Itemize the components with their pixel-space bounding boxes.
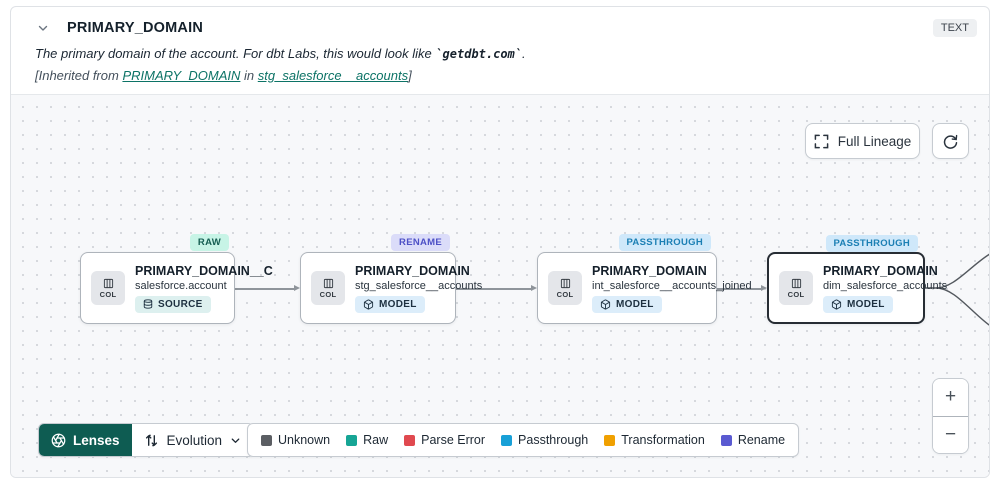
legend-item-unknown: Unknown [261,433,330,447]
model-cube-icon [363,298,374,310]
refresh-button[interactable] [932,123,969,159]
node-title: PRIMARY_DOMAIN [355,263,470,278]
lenses-button[interactable]: Lenses [39,424,132,456]
inline-code: `getdbt.com` [435,47,523,61]
resource-type-pill: SOURCE [135,295,211,313]
full-lineage-button[interactable]: Full Lineage [805,123,920,159]
data-type-badge: TEXT [932,19,977,37]
collapse-chevron-icon[interactable] [35,20,51,36]
column-icon: COL [779,271,813,305]
legend-swatch [261,434,272,446]
evolution-badge: RAW [189,234,229,251]
inherited-model-link[interactable]: stg_salesforce__accounts [257,68,409,83]
legend-item-rename: Rename [720,433,785,447]
legend-swatch [720,434,732,446]
full-lineage-label: Full Lineage [837,133,912,149]
lineage-canvas[interactable]: Full Lineage RAW COL PRIMARY_DOMAI [11,94,989,477]
column-icon: COL [311,271,345,305]
legend-swatch [604,434,616,446]
edge [456,285,537,291]
legend-swatch [501,434,513,446]
evolution-badge: PASSTHROUGH [825,235,918,252]
resource-type-pill: MODEL [592,295,662,313]
inherited-from-line: [Inherited from PRIMARY_DOMAIN in stg_sa… [35,68,412,83]
model-cube-icon [831,298,842,310]
lineage-panel: PRIMARY_DOMAIN TEXT The primary domain o… [10,6,990,478]
node-subtitle: int_salesforce__accounts_joined [592,279,752,292]
evolution-lens-dropdown[interactable]: Evolution [131,424,254,456]
model-cube-icon [600,298,611,310]
evolution-legend: Unknown Raw Parse Error Passthrough Tran… [247,423,800,457]
node-title: PRIMARY_DOMAIN [592,263,707,278]
database-icon [143,299,153,309]
chevron-down-icon [231,437,240,443]
lineage-node-intermediate[interactable]: PASSTHROUGH COL PRIMARY_DOMAIN int_sales… [537,234,752,324]
legend-swatch [404,434,416,446]
evolution-badge: RENAME [391,234,450,251]
column-name: PRIMARY_DOMAIN [67,20,203,36]
lenses-toolbar: Lenses Evolution [38,423,255,457]
column-header: PRIMARY_DOMAIN TEXT The primary domain o… [11,7,989,94]
zoom-in-button[interactable]: + [933,379,968,416]
column-icon: COL [548,271,582,305]
edge [717,285,767,291]
zoom-out-button[interactable]: − [933,415,968,453]
aperture-icon [51,433,66,447]
lineage-node-staging[interactable]: RENAME COL PRIMARY_DOMAIN stg_salesforce… [300,234,483,324]
resource-type-pill: MODEL [355,295,425,313]
node-title: PRIMARY_DOMAIN__C [135,263,273,278]
evolution-badge: PASSTHROUGH [618,234,711,251]
evolution-icon [145,434,157,446]
legend-item-raw: Raw [346,433,388,447]
edge [235,285,300,291]
resource-type-pill: MODEL [823,295,893,313]
node-subtitle: dim_salesforce_accounts [823,279,948,292]
legend-item-parse-error: Parse Error [404,433,485,447]
expand-icon [814,134,829,149]
edge-fork [922,253,989,326]
column-description: The primary domain of the account. For d… [35,46,526,61]
node-subtitle: salesforce.account [135,279,227,292]
zoom-controls: + − [932,378,969,454]
node-title: PRIMARY_DOMAIN [823,263,938,278]
node-subtitle: stg_salesforce__accounts [355,279,483,292]
lineage-node-dim-selected[interactable]: PASSTHROUGH COL PRIMARY_DOMAIN dim_sales… [767,235,948,324]
inherited-column-link[interactable]: PRIMARY_DOMAIN [122,68,241,83]
lineage-node-source[interactable]: RAW COL PRIMARY_DOMAIN__C salesforce.acc… [80,234,273,324]
legend-item-passthrough: Passthrough [501,433,588,447]
refresh-icon [942,133,959,150]
legend-swatch [346,434,358,446]
column-icon: COL [91,271,125,305]
legend-item-transformation: Transformation [604,433,705,447]
